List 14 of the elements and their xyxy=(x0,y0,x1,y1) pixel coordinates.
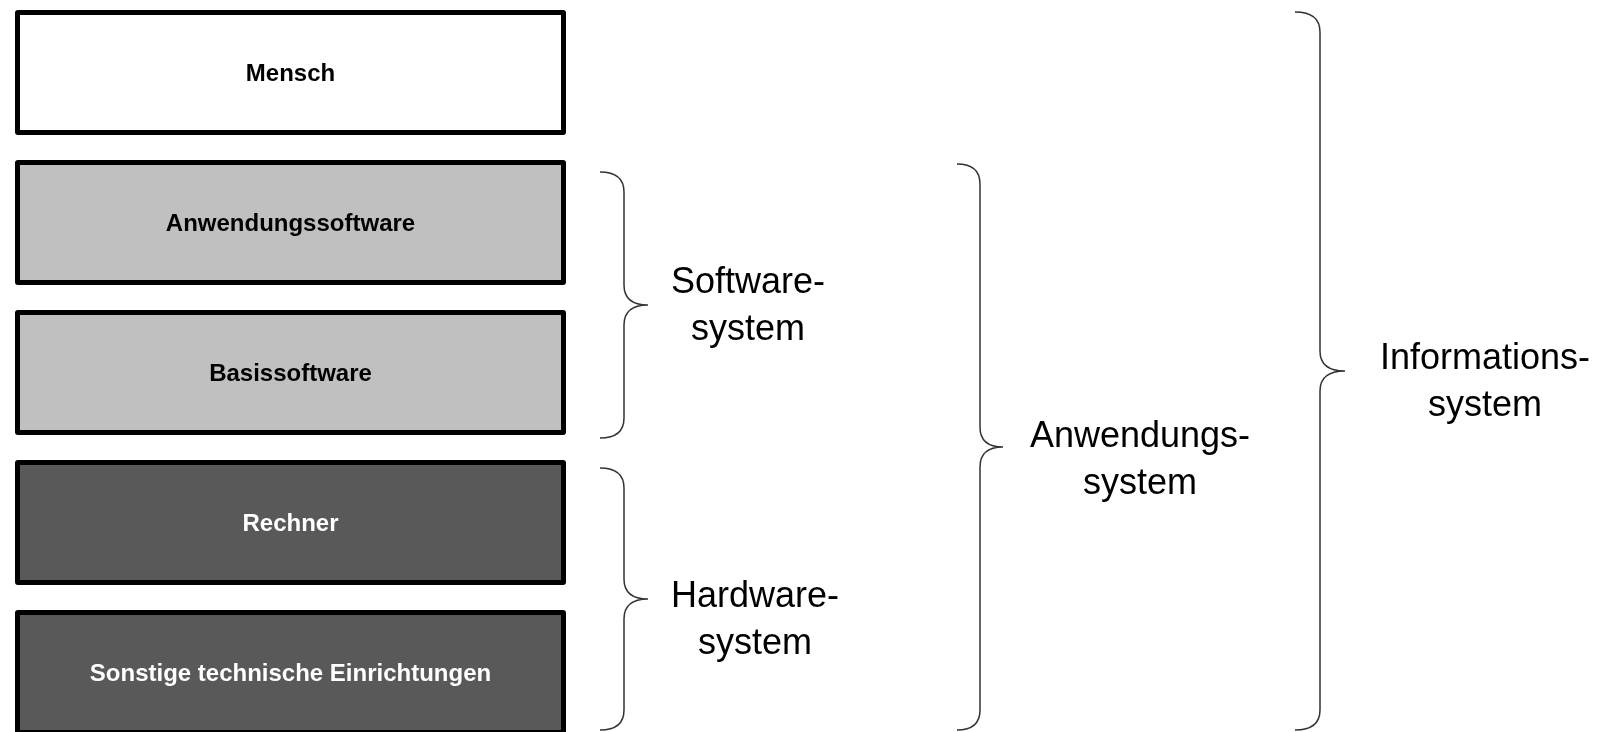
layer-box xyxy=(15,460,566,585)
group-label: Informations- system xyxy=(1378,335,1592,426)
layer-label: Basissoftware xyxy=(209,358,372,387)
layer-box xyxy=(15,610,566,732)
layer-box xyxy=(15,160,566,285)
layer-label: Rechner xyxy=(242,508,339,537)
group-label: Anwendungs- system xyxy=(1028,413,1252,504)
layer-label: Anwendungssoftware xyxy=(165,208,416,237)
group-label: Software- system xyxy=(669,259,827,350)
layer-label: Mensch xyxy=(245,58,336,87)
layer-box xyxy=(15,310,566,435)
layer-label: Sonstige technische Einrichtungen xyxy=(89,658,492,687)
group-label: Hardware- system xyxy=(669,573,840,664)
layer-box xyxy=(15,10,566,135)
